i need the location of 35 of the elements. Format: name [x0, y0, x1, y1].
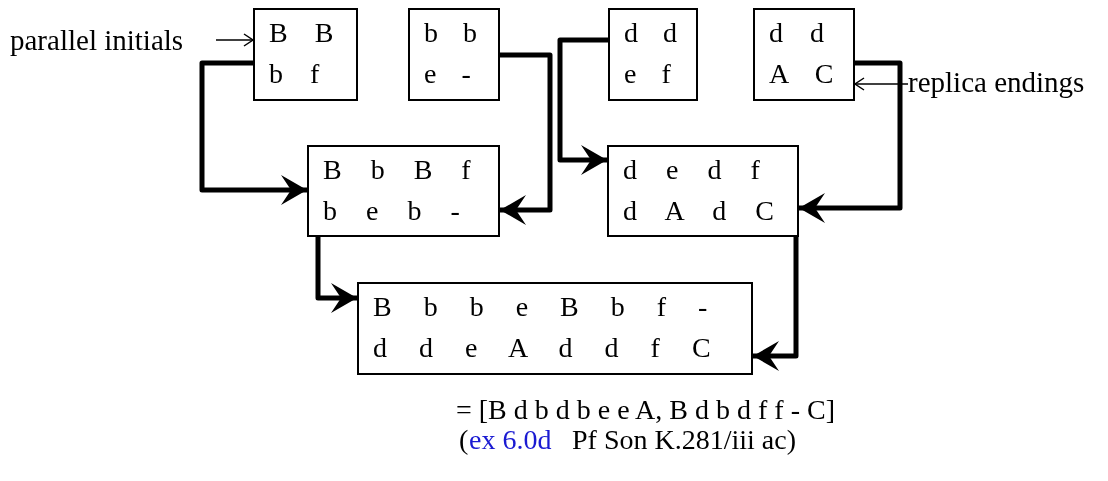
arrow: [753, 237, 799, 371]
arrow: [799, 60, 903, 223]
letter-box: [608, 8, 698, 101]
letter-row-text: e f: [624, 58, 672, 91]
note-text: ex 6.0d: [469, 424, 552, 456]
letter-row-text: d d: [624, 16, 678, 49]
letter-row-text: B b B f: [323, 153, 472, 186]
arrow: [854, 77, 909, 91]
letter-row-text: d d: [769, 16, 825, 49]
letter-row-text: d A d C: [623, 194, 775, 227]
note-text: = [B d b d b e e A, B d b d f f - C]: [456, 394, 835, 426]
letter-row-text: d e d f: [623, 153, 761, 186]
arrow: [199, 60, 307, 205]
letter-box: [607, 145, 799, 237]
letter-row-text: b f: [269, 58, 321, 91]
letter-row-text: b e b -: [323, 194, 461, 227]
annotation-text: replica endings: [908, 66, 1094, 98]
letter-box: [307, 145, 500, 237]
letter-box: [253, 8, 358, 101]
note-text: Pf Son K.281/iii ac): [572, 424, 796, 456]
arrow: [557, 37, 608, 175]
letter-box: [753, 8, 855, 101]
letter-row-text: d d e A d d f C: [373, 332, 712, 365]
letter-row-text: e -: [424, 58, 472, 91]
letter-row-text: b b: [424, 16, 478, 49]
note-text: (: [459, 424, 469, 456]
arrow: [500, 52, 553, 225]
letter-row-text: B B: [269, 16, 335, 49]
letter-box: [357, 282, 753, 375]
arrow: [315, 237, 357, 313]
annotation-text: parallel initials: [10, 24, 216, 56]
letter-row-text: A C: [769, 58, 835, 91]
letter-box: [408, 8, 500, 101]
letter-row-text: B b b e B b f -: [373, 290, 709, 323]
arrow: [215, 33, 254, 47]
